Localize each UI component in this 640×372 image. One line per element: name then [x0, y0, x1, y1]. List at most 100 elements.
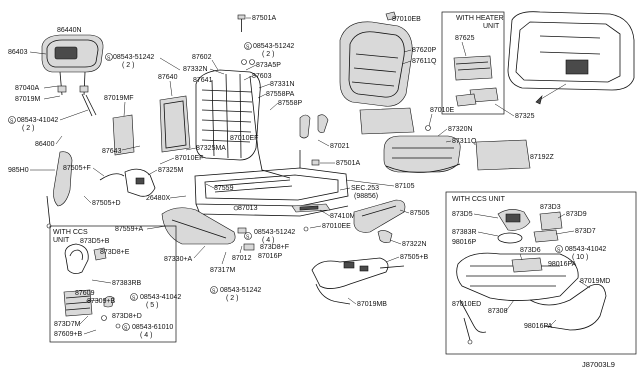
heater-unit-inset	[441, 11, 505, 115]
label-87505: 87505	[410, 210, 430, 217]
label-87311Q: 87311Q	[452, 138, 477, 145]
label-98016PA-a: 98016PA	[548, 261, 577, 268]
label-87308: 87308	[488, 308, 508, 315]
label-08543-41042-top-qty: ( 2 )	[22, 125, 34, 132]
label-87558PA: 87558PA	[266, 91, 295, 98]
label-08543-51242-c: 08543-51242	[254, 229, 295, 236]
harness-87325M	[99, 168, 156, 197]
side-trim-left	[46, 151, 73, 229]
label-87040A: 87040A	[15, 85, 39, 92]
label-87559A: 87559+A	[115, 226, 144, 233]
label-873D8F: 873D8+F	[260, 244, 289, 251]
label-87620P: 87620P	[412, 47, 436, 54]
label-87609B: 87609+B	[54, 331, 83, 338]
label-08543-61010: 08543-61010	[132, 324, 173, 331]
label-SEC253: SEC.253	[351, 185, 379, 192]
label-87383R: 87383R	[452, 229, 477, 236]
label-985H0: 985H0	[8, 167, 29, 174]
label-86403: 86403	[8, 49, 28, 56]
label-87013: 87013	[238, 205, 258, 212]
label-87317M: 87317M	[210, 267, 235, 274]
label-873D9: 873D9	[566, 211, 587, 218]
svg-text:S: S	[246, 45, 250, 51]
label-08543-51242-a: 08543-51242	[113, 54, 154, 61]
knob-87558PA	[317, 114, 329, 133]
clip-87016P	[243, 243, 255, 251]
label-87010EB: 87010EB	[392, 16, 421, 23]
label-87325M: 87325M	[158, 167, 183, 174]
label-873D7: 873D7	[575, 228, 596, 235]
label-08543-51242-d-qty: ( 2 )	[226, 295, 238, 302]
side-cover-87505	[353, 199, 406, 233]
svg-text:S: S	[10, 119, 14, 125]
diagram-reference-code: J87003L9	[582, 360, 615, 369]
ccs-unit-left-inset	[49, 225, 177, 343]
label-86440N: 86440N	[57, 27, 82, 34]
label-873A5P: 873A5P	[256, 62, 281, 69]
label-87505B: 87505+B	[400, 254, 429, 261]
bolt-87501A	[237, 14, 246, 32]
label-87558P: 87558P	[278, 100, 302, 107]
label-87019MB: 87019MB	[357, 301, 387, 308]
label-26480X: 26480X	[146, 195, 170, 202]
label-87322N: 87322N	[402, 241, 427, 248]
label-873D7M: 873D7M	[54, 321, 81, 328]
label-08543-41042-l: 08543-41042	[140, 294, 181, 301]
label-with-heater-unit: UNIT	[483, 23, 500, 30]
label-87641: 87641	[193, 77, 213, 84]
label-87332N: 87332N	[183, 66, 208, 73]
svg-text:S: S	[124, 326, 128, 332]
label-08543-51242-d: 08543-51242	[220, 287, 261, 294]
label-873D8D: 873D8+D	[112, 313, 142, 320]
label-87640: 87640	[158, 74, 178, 81]
label-873D5: 873D5	[452, 211, 473, 218]
side-cover-87559A	[161, 207, 236, 245]
seatback-cover	[339, 11, 413, 107]
label-87010E: 87010E	[430, 107, 454, 114]
clip-873D8F	[237, 227, 247, 234]
pad-panel	[359, 107, 415, 135]
seat-cushion-pad	[383, 125, 461, 173]
label-87325: 87325	[515, 113, 535, 120]
label-87330A: 87330+A	[164, 256, 193, 263]
label-08543-41042-l-qty: ( 5 )	[146, 302, 158, 309]
harness-87019MB	[311, 257, 405, 305]
svg-text:S: S	[132, 296, 136, 302]
seatback-frame	[195, 69, 291, 179]
label-87019M: 87019M	[15, 96, 40, 103]
svg-text:S: S	[246, 235, 250, 241]
label-87010EF-a: 87010EF	[230, 135, 258, 142]
tray-87410M	[291, 203, 331, 213]
vehicle-locator	[507, 11, 635, 105]
seat-cushion-frame	[194, 150, 349, 217]
label-with-ccs-left: WITH CCS	[53, 229, 88, 236]
label-87019MF: 87019MF	[104, 95, 134, 102]
label-08543-51242-c-qty: ( 4 )	[262, 237, 274, 244]
screw-symbol-icon	[8, 116, 16, 124]
label-87505F: 87505+F	[63, 165, 91, 172]
label-87603: 87603	[252, 73, 272, 80]
label-08543-51242-a-qty: ( 2 )	[122, 62, 134, 69]
label-08543-51242-b: 08543-51242	[253, 43, 294, 50]
svg-text:S: S	[212, 289, 216, 295]
label-87611Q: 87611Q	[412, 58, 437, 65]
label-87105: 87105	[395, 183, 415, 190]
label-08543-41042-r: 08543-41042	[565, 246, 606, 253]
ccs-unit-right-inset	[445, 191, 637, 355]
label-87331N: 87331N	[270, 81, 295, 88]
label-98016PA-b: 98016PA	[524, 323, 553, 330]
label-87501A-top: 87501A	[252, 15, 276, 22]
label-87383RB: 87383RB	[112, 280, 142, 287]
label-with-ccs-right: WITH CCS UNIT	[452, 196, 506, 203]
label-87410M: 87410M	[330, 213, 355, 220]
svg-text:S: S	[107, 56, 111, 62]
label-873D6: 873D6	[520, 247, 541, 254]
label-87010EF-b: 87010EF	[175, 155, 203, 162]
label-08543-41042-r-qty: ( 10 )	[572, 254, 588, 261]
label-87010ED: 87010ED	[452, 301, 481, 308]
label-87012: 87012	[232, 255, 252, 262]
label-87602: 87602	[192, 54, 212, 61]
label-08543-41042-top: 08543-41042	[17, 117, 58, 124]
label-86400: 86400	[35, 141, 55, 148]
label-873D8E: 873D8+E	[100, 249, 130, 256]
